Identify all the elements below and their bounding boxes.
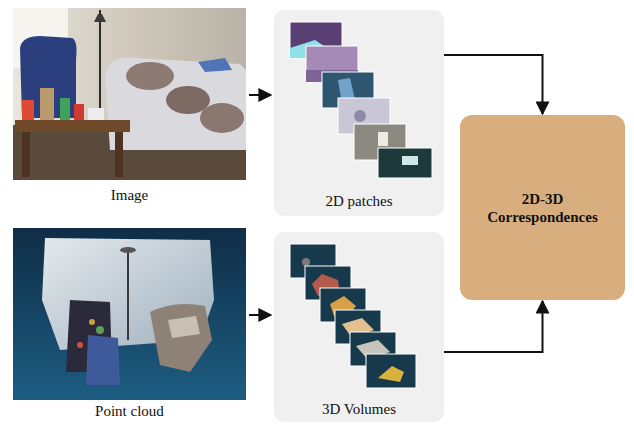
- cloud-cushion: [168, 316, 200, 338]
- photo-cup: [74, 104, 84, 120]
- photo-chair: [20, 36, 77, 118]
- photo-object: [22, 100, 34, 120]
- photo-window: [13, 8, 68, 68]
- room-photo: [13, 8, 246, 180]
- photo-table-leg: [115, 132, 123, 177]
- caption: Image: [111, 186, 148, 204]
- photo-bottle: [60, 98, 70, 120]
- cloud-chair: [66, 300, 112, 372]
- caption: Point cloud: [95, 402, 164, 420]
- photo-cushion: [126, 62, 174, 90]
- photo-floor: [13, 125, 246, 180]
- photo-table-leg: [22, 132, 30, 177]
- cloud-background: [13, 228, 246, 400]
- cloud-point-cluster: [77, 342, 83, 348]
- photo-cushion: [200, 103, 244, 133]
- photo-lamp: [99, 10, 101, 115]
- cloud-panel: Point cloud: [13, 228, 246, 422]
- cloud-wall: [42, 238, 214, 350]
- caption: 2D patches: [325, 192, 392, 210]
- arrow-connector: [249, 94, 271, 96]
- photo-wall: [13, 8, 246, 180]
- arrow-connector: [444, 301, 543, 352]
- volume-panel: 3D Volumes: [274, 232, 444, 422]
- photo-panel: Image: [13, 8, 246, 206]
- cloud-sofa: [150, 304, 212, 372]
- arrow-connector: [444, 55, 543, 114]
- photo-sofa: [105, 58, 246, 150]
- cloud-lamp: [127, 248, 129, 340]
- cloud-point-cluster: [89, 319, 95, 325]
- photo-lamp-head: [94, 14, 106, 22]
- photo-bag: [40, 88, 54, 120]
- photo-cushion: [166, 86, 210, 114]
- patch-panel: 2D patches: [274, 10, 444, 216]
- point-cloud-render: [13, 228, 246, 400]
- cloud-point-cluster: [96, 326, 104, 334]
- process-box: 2D-3D Correspondences: [460, 115, 625, 300]
- caption: 3D Volumes: [322, 400, 396, 418]
- photo-fabric: [198, 58, 232, 72]
- cloud-lamp-head: [120, 247, 136, 253]
- photo-box: [88, 108, 104, 120]
- cloud-chair-front: [86, 335, 120, 385]
- arrow-connector: [249, 314, 271, 316]
- photo-table: [15, 120, 130, 132]
- process-label: 2D-3D Correspondences: [468, 190, 617, 226]
